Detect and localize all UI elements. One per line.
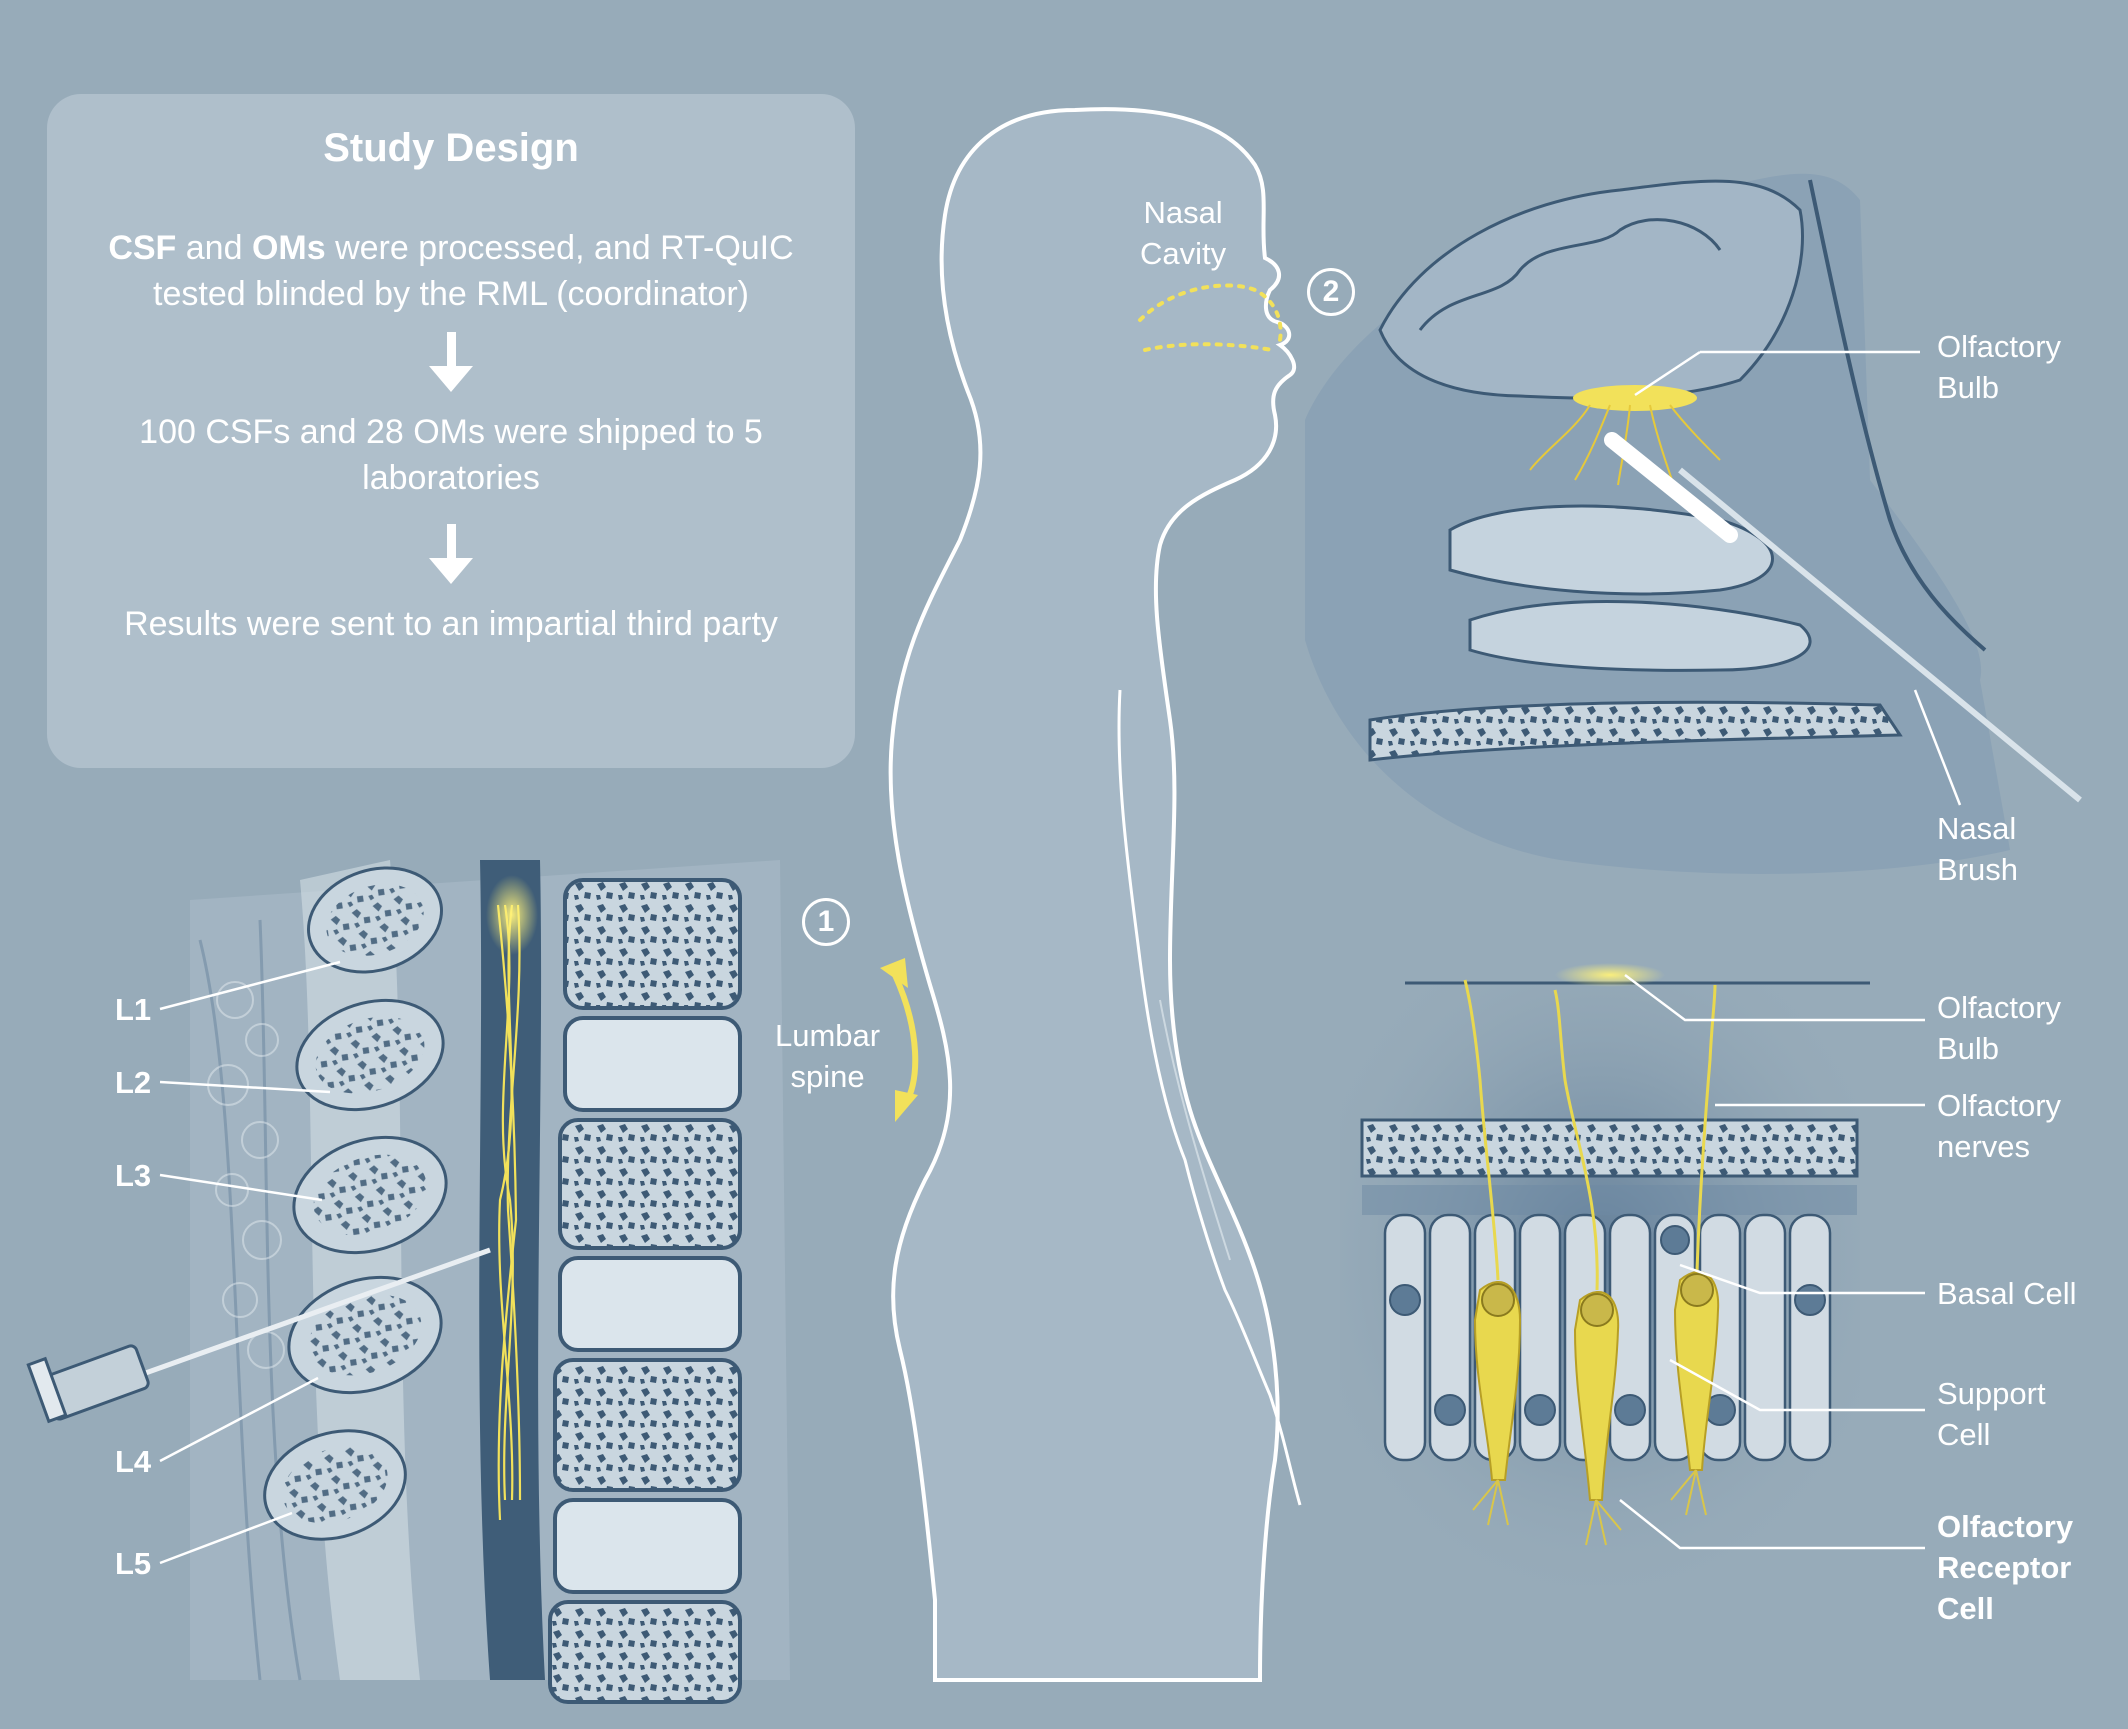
leader-basal	[1679, 1263, 1925, 1295]
vertebral-body-4	[548, 1600, 742, 1704]
badge-2: 2	[1307, 268, 1355, 316]
lumbar-needle	[26, 1247, 491, 1424]
leader-support	[1669, 1358, 1925, 1412]
down-arrow-2	[87, 523, 815, 584]
olfactory-receptor-cell-label: Olfactory Receptor Cell	[1937, 1509, 2074, 1626]
nasal-cross-section	[1305, 173, 2082, 874]
study-design-title: Study Design	[323, 126, 579, 170]
nasal-cavity-outline	[1138, 283, 1283, 352]
receptor-cell-2	[1573, 1290, 1620, 1501]
study-design-panel: Study Design CSF and OMs were processed,…	[47, 94, 855, 768]
olfactory-epithelium	[1340, 963, 1925, 1585]
leader-receptor	[1619, 1499, 1925, 1550]
support-cell-label: Support Cell	[1937, 1376, 2046, 1452]
leader-l3	[159, 1173, 323, 1202]
nose-olfactory-bulb-label: Olfactory Bulb	[1937, 329, 2062, 405]
brain-region	[1378, 179, 1804, 400]
lumbar-spine-label: Lumbar spine	[775, 1018, 881, 1094]
olfactory-bulb	[1573, 385, 1697, 411]
leader-l2	[159, 1080, 331, 1094]
step-1-rest: were processed, and RT-QuIC tested blind…	[153, 229, 794, 313]
receptor-cell-1	[1473, 1280, 1522, 1481]
step-1-text: CSF and OMs were processed, and RT-QuIC …	[108, 229, 794, 313]
olfactory-nerves-label: Olfactory nerves	[1937, 1088, 2062, 1164]
receptor-cell-3	[1673, 1270, 1720, 1471]
leader-l5	[159, 1511, 293, 1565]
down-arrow-1	[87, 331, 815, 392]
csf-glow	[486, 875, 538, 955]
leader-nose-bulb	[1634, 350, 1701, 397]
badge-1: 1	[802, 898, 850, 946]
leader-nasal-brush	[1913, 689, 1962, 806]
vertebra-label-l3: L3	[115, 1158, 152, 1193]
leader-cell-bulb	[1624, 974, 1925, 1022]
leader-l4	[159, 1376, 319, 1463]
step-1-oms: OMs	[251, 229, 326, 267]
palate	[1368, 700, 1903, 762]
basal-cell-nucleus	[1660, 1225, 1690, 1255]
nasal-cavity-label: Nasal Cavity	[1140, 195, 1227, 271]
vertebral-body-3	[553, 1358, 742, 1492]
body-silhouette	[888, 107, 1297, 1682]
spine-illustration	[26, 860, 790, 1704]
nasal-brush-label: Nasal Brush	[1937, 811, 2018, 887]
middle-turbinate	[1448, 504, 1774, 596]
cribriform-plate	[1360, 1118, 1859, 1178]
arm-outline	[1117, 689, 1302, 1506]
nasal-brush	[1604, 432, 2082, 803]
vertebra-label-l1: L1	[115, 992, 152, 1027]
basal-cell-label: Basal Cell	[1937, 1276, 2077, 1311]
vertebra-label-l5: L5	[115, 1546, 152, 1581]
vertebra-label-l4: L4	[115, 1444, 152, 1479]
vertebral-body-1	[563, 878, 742, 1010]
leader-l1	[159, 960, 341, 1011]
step-2-text: 100 CSFs and 28 OMs were shipped to 5 la…	[139, 412, 763, 497]
inferior-turbinate	[1468, 600, 1812, 672]
epithelium-bulb-glow	[1555, 963, 1665, 987]
vertebral-body-2	[558, 1118, 742, 1250]
step-1-csf: CSF	[108, 229, 177, 267]
cell-olfactory-bulb-label: Olfactory Bulb	[1937, 990, 2062, 1066]
step-3-text: Results were sent to an impartial third …	[124, 604, 778, 643]
vertebra-label-l2: L2	[115, 1065, 152, 1100]
lumbar-arrow	[892, 973, 919, 1107]
